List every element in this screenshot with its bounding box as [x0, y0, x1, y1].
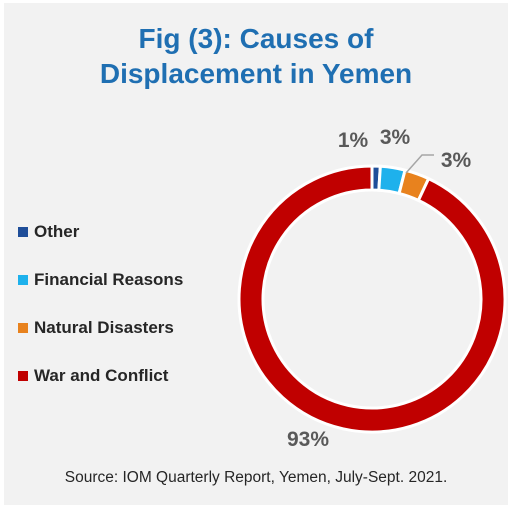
legend-swatch-war-and-conflict	[18, 371, 28, 381]
legend-swatch-other	[18, 227, 28, 237]
data-label-other: 1%	[338, 129, 369, 152]
data-label-financial-reasons: 3%	[380, 126, 411, 149]
legend-item-war-and-conflict: War and Conflict	[18, 352, 233, 400]
donut-slice-war-and-conflict	[237, 164, 507, 434]
chart-title: Fig (3): Causes of Displacement in Yemen	[4, 21, 508, 91]
legend-label-war-and-conflict: War and Conflict	[34, 366, 169, 385]
data-label-war-and-conflict: 93%	[287, 428, 329, 451]
legend-label-financial-reasons: Financial Reasons	[34, 270, 184, 289]
chart-legend: Other Financial Reasons Natural Disaster…	[18, 208, 233, 400]
legend-swatch-natural-disasters	[18, 323, 28, 333]
source-note: Source: IOM Quarterly Report, Yemen, Jul…	[64, 469, 448, 486]
legend-item-financial-reasons: Financial Reasons	[18, 256, 233, 304]
legend-item-other: Other	[18, 208, 233, 256]
leader-line-natural-disasters	[405, 154, 434, 174]
chart-title-line-1: Fig (3): Causes of	[138, 23, 374, 54]
donut-chart: 1% 3% 3% 93%	[237, 126, 507, 451]
legend-swatch-financial-reasons	[18, 275, 28, 285]
data-label-natural-disasters: 3%	[441, 149, 472, 172]
chart-title-line-2: Displacement in Yemen	[99, 58, 413, 89]
legend-label-natural-disasters: Natural Disasters	[34, 318, 174, 337]
legend-item-natural-disasters: Natural Disasters	[18, 304, 233, 352]
chart-card: Fig (3): Causes of Displacement in Yemen…	[4, 3, 508, 505]
legend-label-other: Other	[34, 222, 80, 241]
